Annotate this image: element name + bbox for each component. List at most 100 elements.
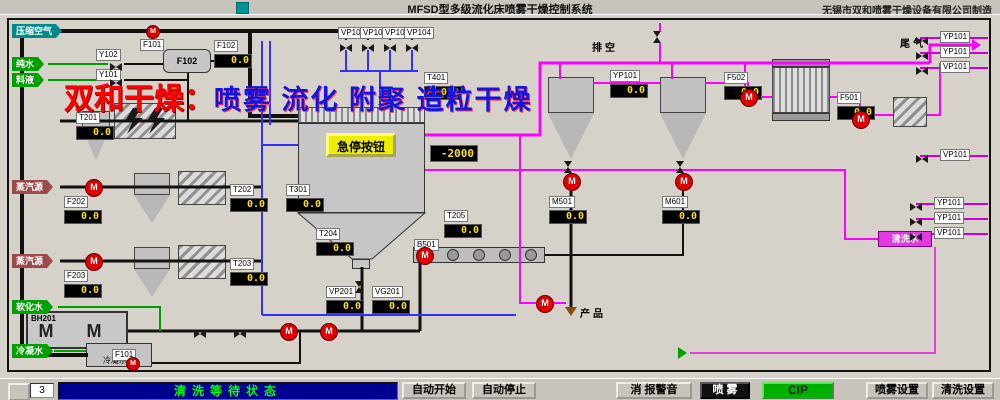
valve-icon[interactable]: [564, 160, 576, 174]
pump-icon[interactable]: M: [146, 25, 160, 39]
valve-icon[interactable]: [653, 30, 665, 44]
gauge-value: 0.0: [662, 210, 700, 224]
pipe-source-arrow: [47, 300, 53, 314]
pump-icon[interactable]: M: [85, 253, 103, 271]
gauge-tag: T205: [444, 210, 469, 222]
gauge-tag: T202: [230, 184, 255, 196]
valve-icon[interactable]: [915, 63, 929, 75]
pipe-source-arrow: [38, 57, 44, 71]
gauge-value: 0.0: [214, 54, 252, 68]
gauge-tag: F202: [64, 196, 89, 208]
equipment-label: 产品: [580, 309, 606, 320]
valve-icon[interactable]: [109, 59, 123, 71]
gauge-value: 0.0: [610, 84, 648, 98]
gauge-value: 0.0: [444, 224, 482, 238]
wash-flow-arrow: [678, 347, 693, 359]
auto-stop-button[interactable]: 自动停止: [472, 382, 536, 399]
instrument-gauge: M501 0.0: [549, 191, 587, 224]
pipe-source-tag: 纯水: [12, 57, 39, 71]
mute-alarm-button[interactable]: 消 报警音: [616, 382, 692, 399]
valve-icon[interactable]: [339, 40, 353, 52]
pipe-source-tag: 蒸汽源: [12, 254, 48, 268]
pipe-source-tag: 冷凝水: [12, 344, 48, 358]
diagram: F102 急停按钮 BH201 M: [0, 14, 1000, 379]
gauge-tag: M601: [662, 196, 689, 208]
pump-icon[interactable]: M: [852, 111, 870, 129]
pump-icon[interactable]: M: [675, 173, 693, 191]
gauge-value: 0.0: [230, 272, 268, 286]
pipe-source-arrow: [47, 254, 53, 268]
equipment-label: F101: [140, 39, 165, 51]
gauge-value: 0.0: [64, 284, 102, 298]
valve-icon[interactable]: [915, 33, 929, 45]
gauge-value: 0.0: [326, 300, 364, 314]
instrument-gauge: T203 0.0: [230, 253, 268, 286]
gauge-value: 0.0: [549, 210, 587, 224]
gauge-tag: T301: [286, 184, 311, 196]
valve-icon[interactable]: [915, 48, 929, 60]
instrument-gauge: F102 0.0: [214, 35, 252, 68]
valve-icon[interactable]: [109, 75, 123, 87]
pump-icon[interactable]: M: [320, 323, 338, 341]
gauge-tag: F501: [837, 92, 862, 104]
pump-icon[interactable]: M: [85, 179, 103, 197]
valve-icon[interactable]: [355, 280, 367, 294]
emergency-stop-button[interactable]: 急停按钮: [326, 133, 396, 157]
gauge-value: 0.0: [64, 210, 102, 224]
status-bar: 清洗等待状态: [58, 382, 398, 400]
gauge-tag: VP201: [326, 286, 357, 298]
instrument-gauge: T204 0.0: [316, 223, 354, 256]
pump-icon[interactable]: M: [536, 295, 554, 313]
valve-icon[interactable]: [676, 160, 688, 174]
instrument-gauge: M601 0.0: [662, 191, 700, 224]
spray-settings-button[interactable]: 喷雾设置: [866, 382, 928, 399]
valve-icon[interactable]: [361, 40, 375, 52]
equipment-label: VP104: [404, 27, 435, 39]
valve-icon[interactable]: [909, 199, 923, 211]
gauge-value: 0.0: [316, 242, 354, 256]
clean-settings-button[interactable]: 清洗设置: [932, 382, 994, 399]
pipe-source-tag: 软化水: [12, 300, 48, 314]
valve-icon[interactable]: [233, 326, 247, 338]
pipe-source-tag: 料液: [12, 73, 39, 87]
gauge-tag: T401: [424, 72, 449, 84]
gauge-tag: YP101: [610, 70, 641, 82]
pump-icon[interactable]: M: [563, 173, 581, 191]
pipe-source-arrow: [47, 180, 53, 194]
page-nav-button[interactable]: [8, 383, 30, 400]
auto-start-button[interactable]: 自动开始: [402, 382, 466, 399]
equipment-label: YP101: [934, 212, 965, 224]
equipment-label: YP101: [940, 31, 971, 43]
pump-icon[interactable]: M: [280, 323, 298, 341]
valve-icon[interactable]: [915, 151, 929, 163]
spray-button[interactable]: 喷 雾: [700, 382, 750, 399]
gauge-value: 0.0: [76, 126, 114, 140]
gauge-tag: M501: [549, 196, 576, 208]
page-indicator[interactable]: 3: [30, 383, 54, 398]
gauge-tag: T203: [230, 258, 255, 270]
valve-icon[interactable]: [405, 40, 419, 52]
bottom-bar: 3 清洗等待状态 自动开始 自动停止 消 报警音 喷 雾 CIP 喷雾设置 清洗…: [0, 378, 1000, 400]
gauge-tag: F102: [214, 40, 239, 52]
valve-icon[interactable]: [193, 326, 207, 338]
valve-icon[interactable]: [909, 214, 923, 226]
gauge-tag: T204: [316, 228, 341, 240]
cip-button[interactable]: CIP: [762, 382, 834, 399]
pipe-source-arrow: [56, 24, 62, 38]
product-outlet-arrow: [565, 307, 577, 322]
pipe-source-arrow: [47, 344, 53, 358]
pump-icon[interactable]: M: [740, 89, 758, 107]
valve-icon[interactable]: [383, 40, 397, 52]
gauge-tag: F502: [724, 72, 749, 84]
valve-icon[interactable]: [909, 229, 923, 241]
pump-icon[interactable]: M: [416, 247, 434, 265]
equipment-label: YP101: [940, 46, 971, 58]
equipment-label: VP101: [940, 61, 971, 73]
pump-icon[interactable]: M: [126, 357, 140, 371]
manufacturer-label: 无锡市双和喷雾干燥设备有限公司制造: [822, 6, 992, 17]
